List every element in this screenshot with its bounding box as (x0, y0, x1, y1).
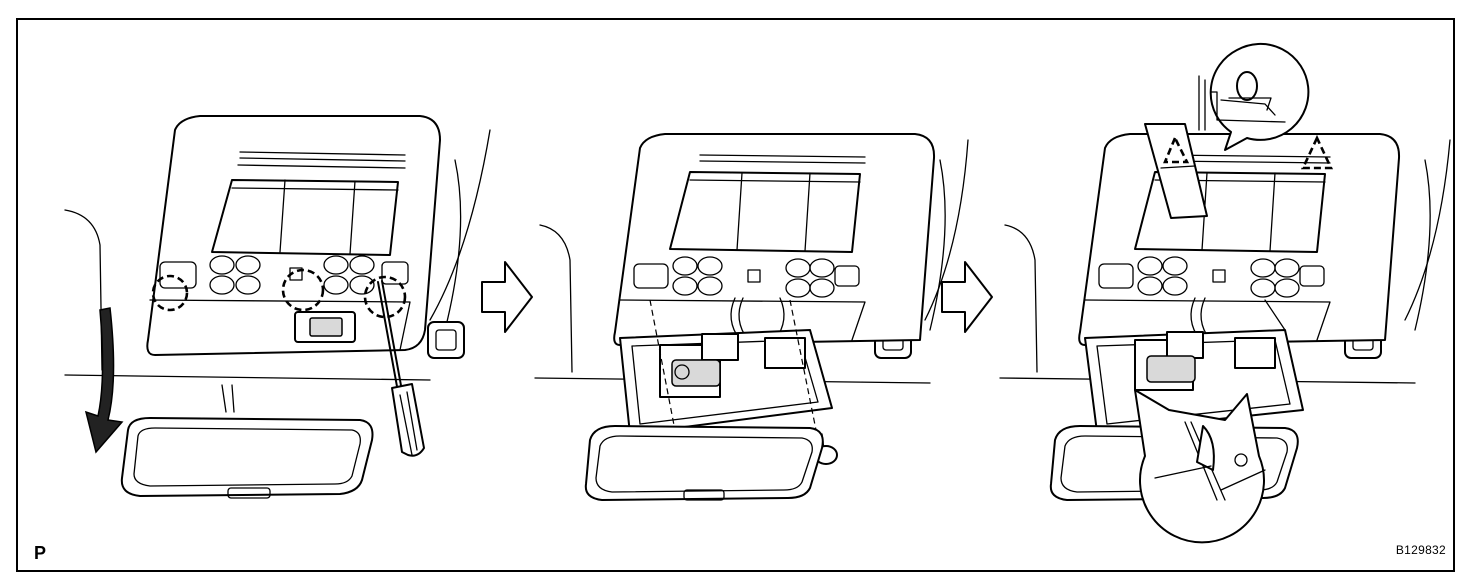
step-2-remove-screws-illustration (534, 133, 969, 501)
outline-right-arrow-icon (481, 261, 533, 333)
step-1-pry-panel-illustration (64, 115, 491, 499)
outline-right-arrow-icon (941, 261, 993, 333)
corner-label: P (34, 543, 47, 563)
step-3-disengage-clips-illustration (999, 42, 1451, 544)
clip-detail-icon (1198, 42, 1310, 151)
curved-arrow-icon (84, 307, 124, 454)
figure-id: B129832 (1395, 543, 1446, 557)
diagram-frame (16, 18, 1455, 572)
